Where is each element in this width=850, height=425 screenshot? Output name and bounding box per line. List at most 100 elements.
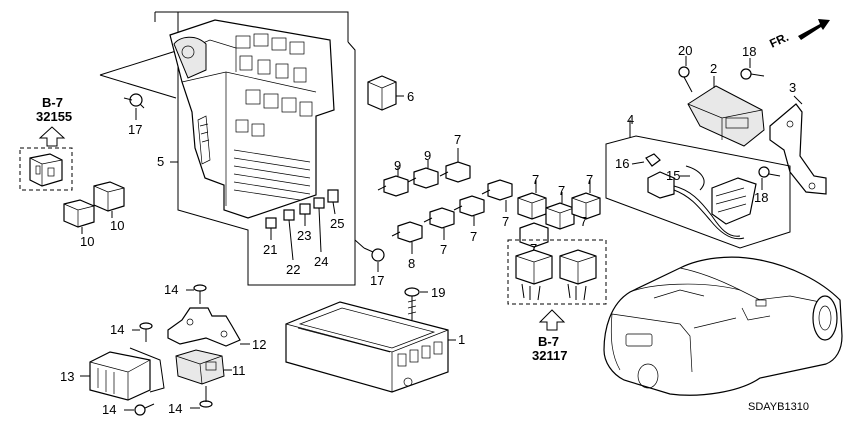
callout-18b: 18 [754,190,768,205]
callout-10b: 10 [110,218,124,233]
connector-small-icon [29,153,63,187]
callout-17b: 17 [370,273,384,288]
ref-bottom-frame [507,239,607,305]
bolt-14-mid[interactable] [139,322,153,342]
callout-7i: 7 [580,214,587,229]
bolt-14-bottom-left[interactable] [134,403,155,416]
ref-left-frame [19,147,73,191]
callout-7g: 7 [470,229,477,244]
front-direction-indicator: FR. [767,19,830,51]
callout-7c: 7 [532,172,539,187]
ref-bottom-page: B-7 [538,334,559,349]
callout-8: 8 [408,256,415,271]
module-13[interactable] [89,347,165,401]
callout-5: 5 [157,154,164,169]
ref-left-page: B-7 [42,95,63,110]
callout-14a: 14 [164,282,178,297]
relay-7-g[interactable] [453,195,485,217]
callout-9b: 9 [424,148,431,163]
connector-right-icon [559,249,597,301]
clip-16[interactable] [645,153,661,167]
fuse-box-frame [154,11,356,286]
bracket-3[interactable] [769,103,827,195]
connector-pair[interactable] [515,249,597,301]
ref-bottom-arrow-icon [538,309,566,331]
callout-16: 16 [615,156,629,171]
relay-7-a[interactable] [439,161,471,183]
callout-2: 2 [710,61,717,76]
callout-10a: 10 [80,234,94,249]
callout-7d: 7 [558,183,565,198]
callout-13: 13 [60,369,74,384]
bolt-20[interactable] [678,66,693,93]
reference-bottom[interactable]: B-7 32117 [532,309,567,363]
ecu-unit[interactable] [285,301,449,393]
callout-3: 3 [789,80,796,95]
front-arrow-icon [798,19,830,40]
relay-6[interactable] [367,75,397,111]
relay-9-a[interactable] [377,175,409,197]
fuse-23[interactable] [299,203,311,215]
callout-7b: 7 [502,214,509,229]
callout-9a: 9 [394,158,401,173]
relay-10-right[interactable] [93,181,125,212]
callout-1: 1 [458,332,465,347]
callout-11: 11 [232,363,246,378]
bolt-17-left[interactable] [123,93,145,109]
bolt-19[interactable] [404,287,420,320]
relay-7-h[interactable] [519,222,549,248]
callout-18a: 18 [742,44,756,59]
callout-14b: 14 [110,322,124,337]
callout-14c: 14 [102,402,116,417]
callout-21: 21 [263,242,277,257]
relay-7-e[interactable] [571,192,601,220]
bolt-18-top[interactable] [740,68,765,80]
callout-17a: 17 [128,122,142,137]
fuse-25[interactable] [327,189,339,203]
relay-7-b[interactable] [481,179,513,201]
callout-19: 19 [431,285,445,300]
diagram-code: SDAYB1310 [748,401,809,413]
bracket-12[interactable] [167,307,241,347]
callout-20: 20 [678,43,692,58]
ref-bottom-code: 32117 [532,348,567,363]
callout-14d: 14 [168,401,182,416]
connector-left-icon [515,249,553,301]
callout-12: 12 [252,337,266,352]
front-label: FR. [767,30,790,51]
bolt-17-middle[interactable] [354,239,385,262]
ref-left-code: 32155 [36,109,72,124]
reference-left[interactable]: B-7 32155 [19,95,73,191]
ref-left-arrow-icon [38,126,66,147]
callout-22: 22 [286,262,300,277]
callout-25: 25 [330,216,344,231]
bolt-14-bottom-right[interactable] [199,386,213,408]
wire-harness-15[interactable] [647,165,757,240]
control-unit-2[interactable] [687,85,765,147]
callout-7f: 7 [440,242,447,257]
callout-24: 24 [314,254,328,269]
fuse-24[interactable] [313,197,325,209]
relay-9-b[interactable] [407,167,439,189]
fuse-21[interactable] [265,217,277,229]
callout-7a: 7 [454,132,461,147]
under-hood-fuse-box[interactable] [169,19,335,219]
callout-7e: 7 [586,172,593,187]
module-11[interactable] [175,349,225,385]
fuse-22[interactable] [283,209,295,221]
vehicle-illustration [603,256,843,396]
relay-7-c[interactable] [517,192,547,220]
callout-15: 15 [666,168,680,183]
callout-7h: 7 [530,241,537,256]
callout-4: 4 [627,112,634,127]
callout-6: 6 [407,89,414,104]
relay-8[interactable] [391,221,423,243]
bolt-14-top[interactable] [193,284,207,304]
harness-frame [605,135,791,249]
relay-10-left[interactable] [63,199,95,228]
callout-23: 23 [297,228,311,243]
bolt-18-bottom[interactable] [758,166,781,178]
relay-7-d[interactable] [545,202,575,230]
relay-7-f[interactable] [423,207,455,229]
